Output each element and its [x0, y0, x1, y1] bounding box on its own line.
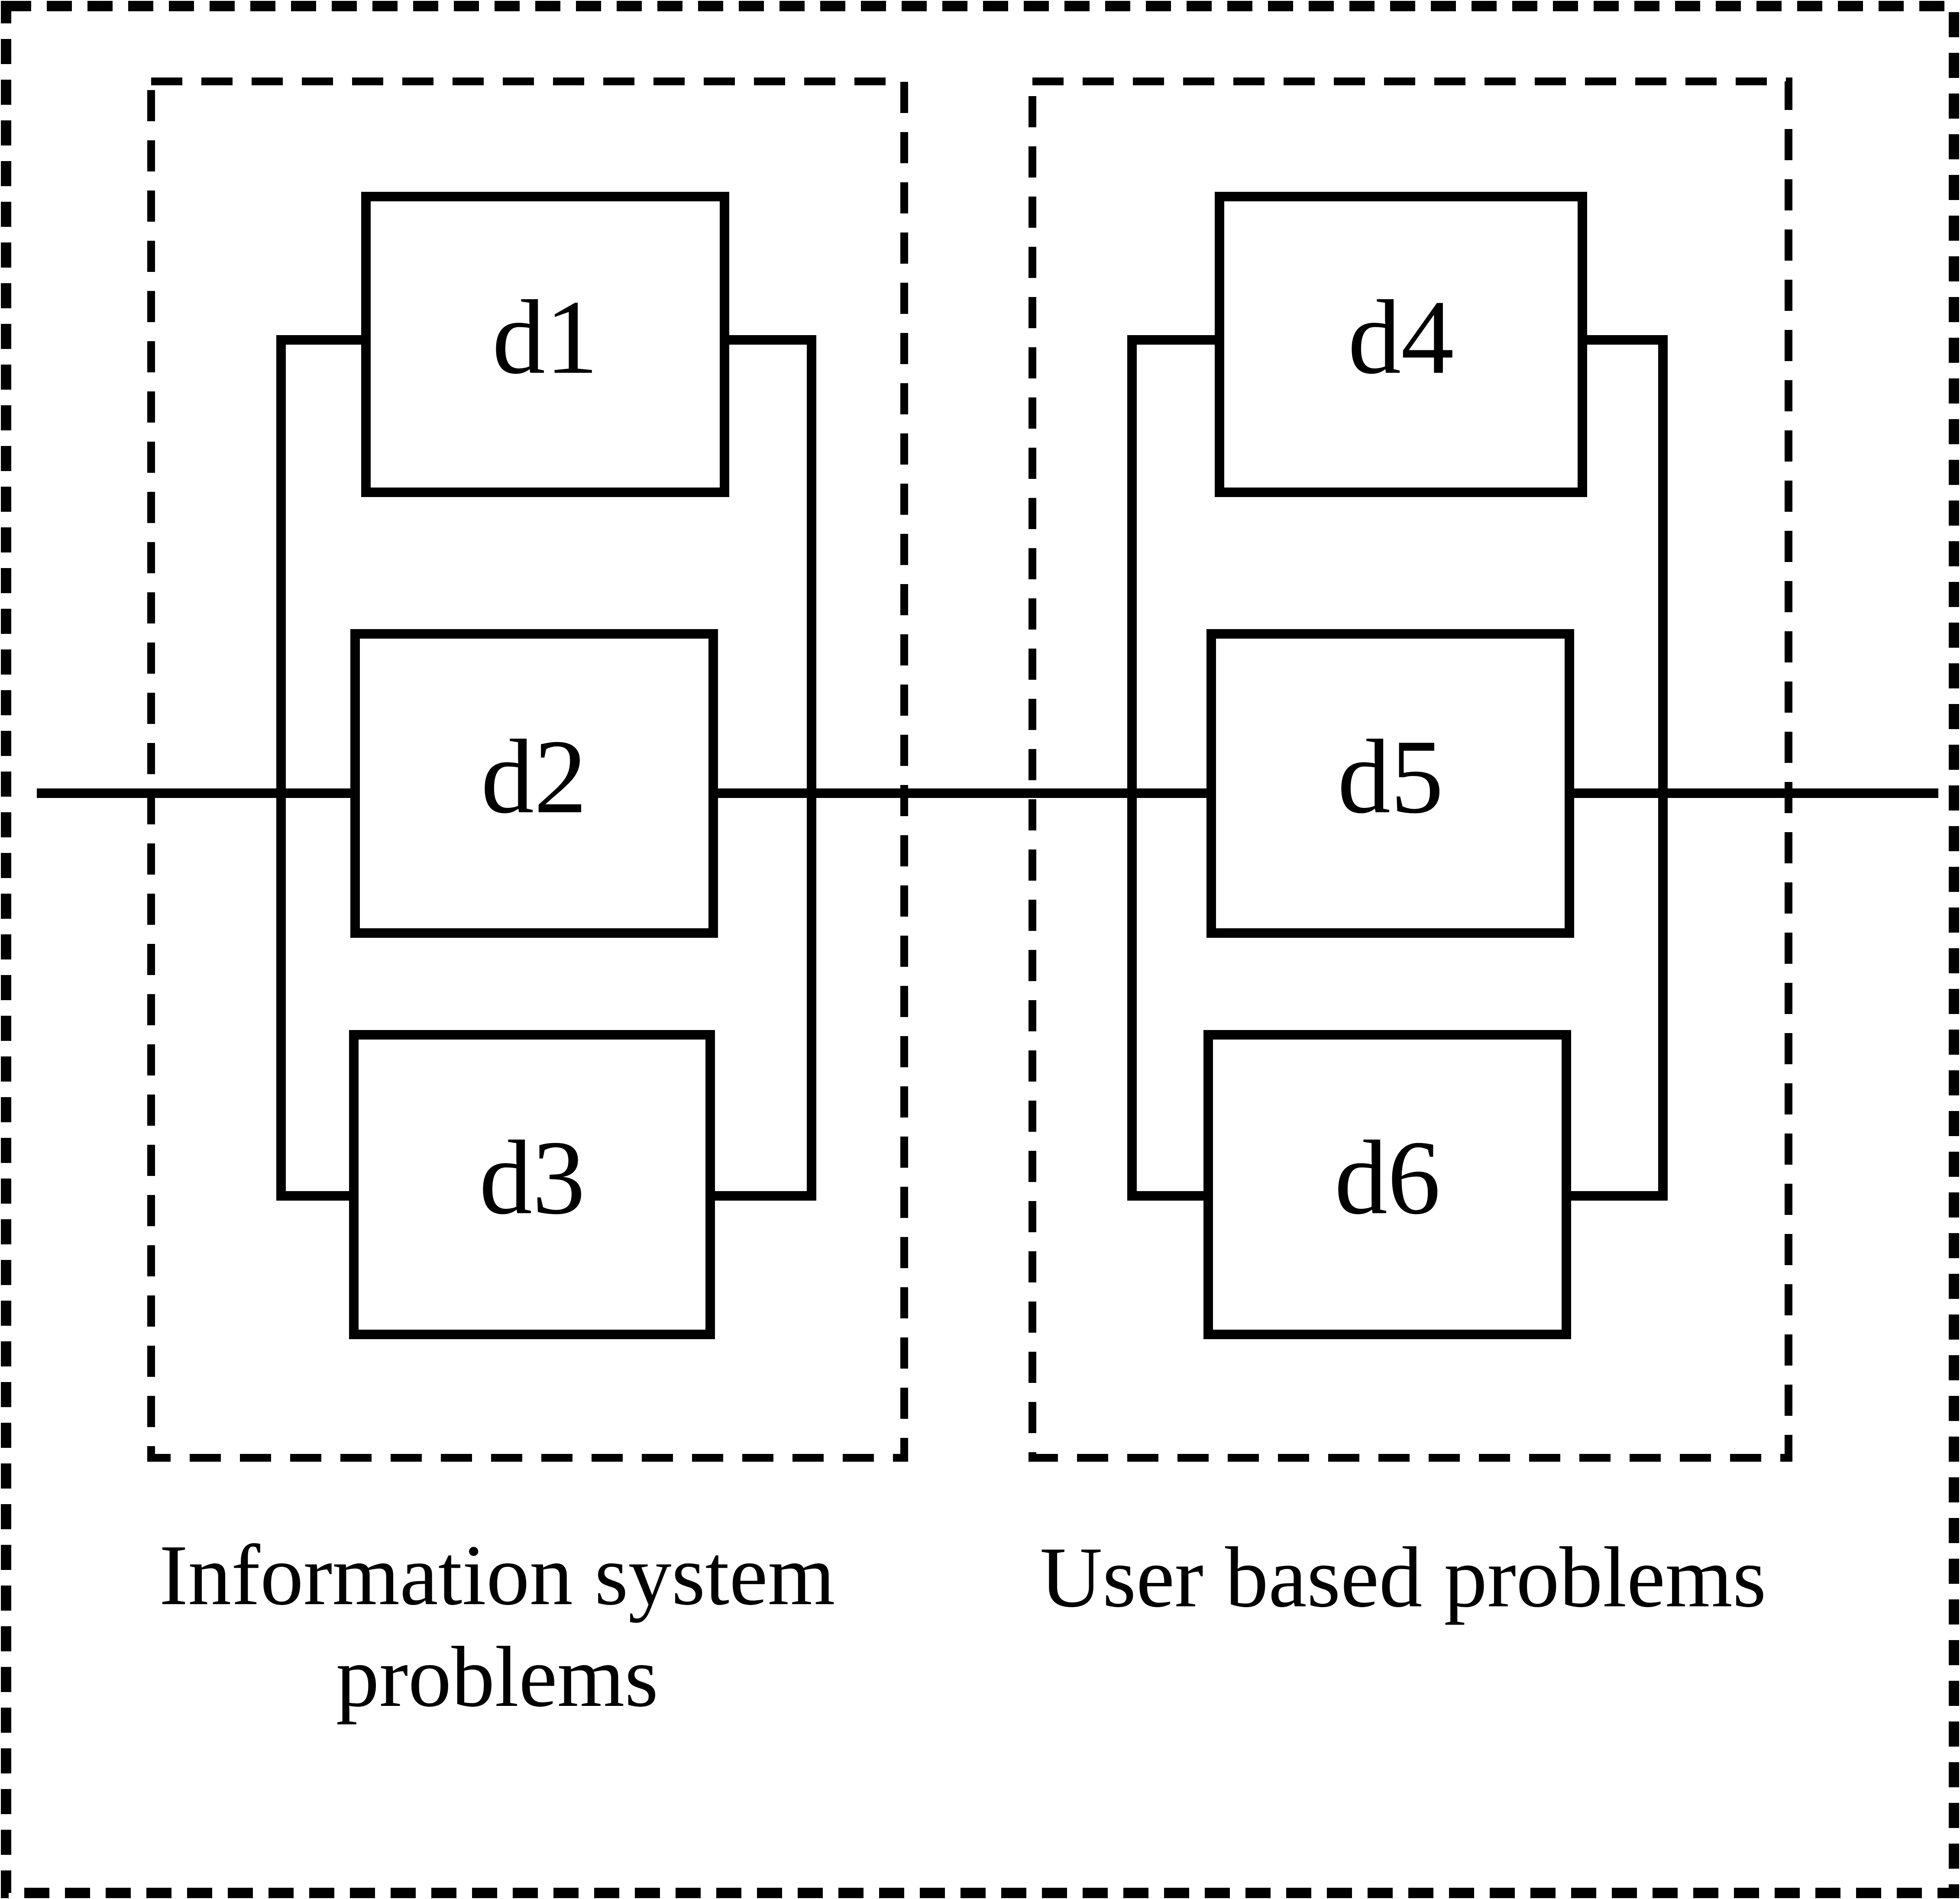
block-d3 [349, 1030, 715, 1339]
block-d4-label: d4 [1348, 278, 1454, 396]
block-d2-label: d2 [481, 718, 587, 835]
group-information-system-label-line-1: Information system [159, 1528, 835, 1623]
block-d4 [1215, 192, 1587, 497]
block-d5 [1206, 629, 1574, 938]
group-information-system-dashed-border [147, 78, 908, 1462]
block-d1-label: d1 [492, 278, 598, 396]
block-d3-label: d3 [479, 1119, 585, 1236]
group-information-system-label-line-2: problems [336, 1629, 658, 1725]
block-d2 [350, 629, 718, 938]
block-d1 [361, 192, 729, 497]
group-user-based-label: User based problems [1040, 1530, 1766, 1625]
block-d5-label: d5 [1338, 718, 1444, 835]
block-d6-label: d6 [1335, 1119, 1441, 1236]
block-d6 [1203, 1030, 1571, 1339]
group-user-based-dashed-border [1029, 78, 1792, 1462]
